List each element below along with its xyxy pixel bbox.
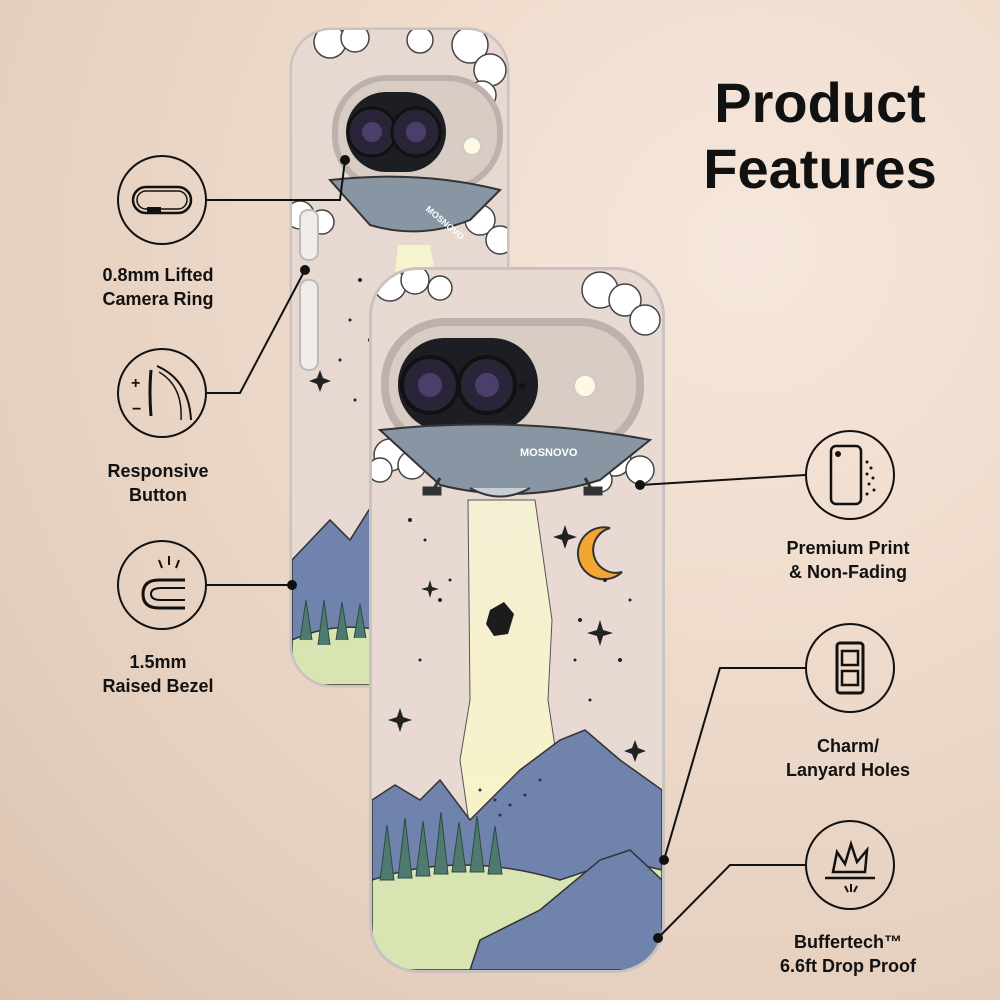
feature-button: Responsive Button <box>107 461 209 505</box>
feature-bezel: 1.5mm Raised Bezel <box>102 652 214 696</box>
feature-camera-ring: 0.8mm Lifted Camera Ring <box>102 265 214 309</box>
title-line-1: Product <box>714 71 926 134</box>
page-title: Product Features <box>660 70 980 202</box>
feature-print: Premium Print & Non-Fading <box>786 538 910 582</box>
side-button-icon: +− <box>117 348 207 438</box>
drop-proof-icon <box>805 820 895 910</box>
lanyard-hole-icon <box>805 623 895 713</box>
feature-drop: Buffertech™ 6.6ft Drop Proof <box>779 932 916 976</box>
feature-lanyard: Charm/ Lanyard Holes <box>785 736 911 780</box>
front-brand-logo: MOSNOVO <box>520 447 578 459</box>
front-phone-case: MOSNOVO <box>369 267 665 973</box>
title-line-2: Features <box>703 137 937 200</box>
camera-ring-icon <box>117 155 207 245</box>
svg-text:+: + <box>131 375 140 392</box>
svg-text:−: − <box>132 401 141 418</box>
phone-print-icon <box>805 430 895 520</box>
moon-icon <box>576 526 623 581</box>
floating-figure <box>486 602 514 636</box>
callout-lines <box>207 159 806 939</box>
raised-bezel-icon <box>117 540 207 630</box>
callout-dots <box>287 155 669 943</box>
